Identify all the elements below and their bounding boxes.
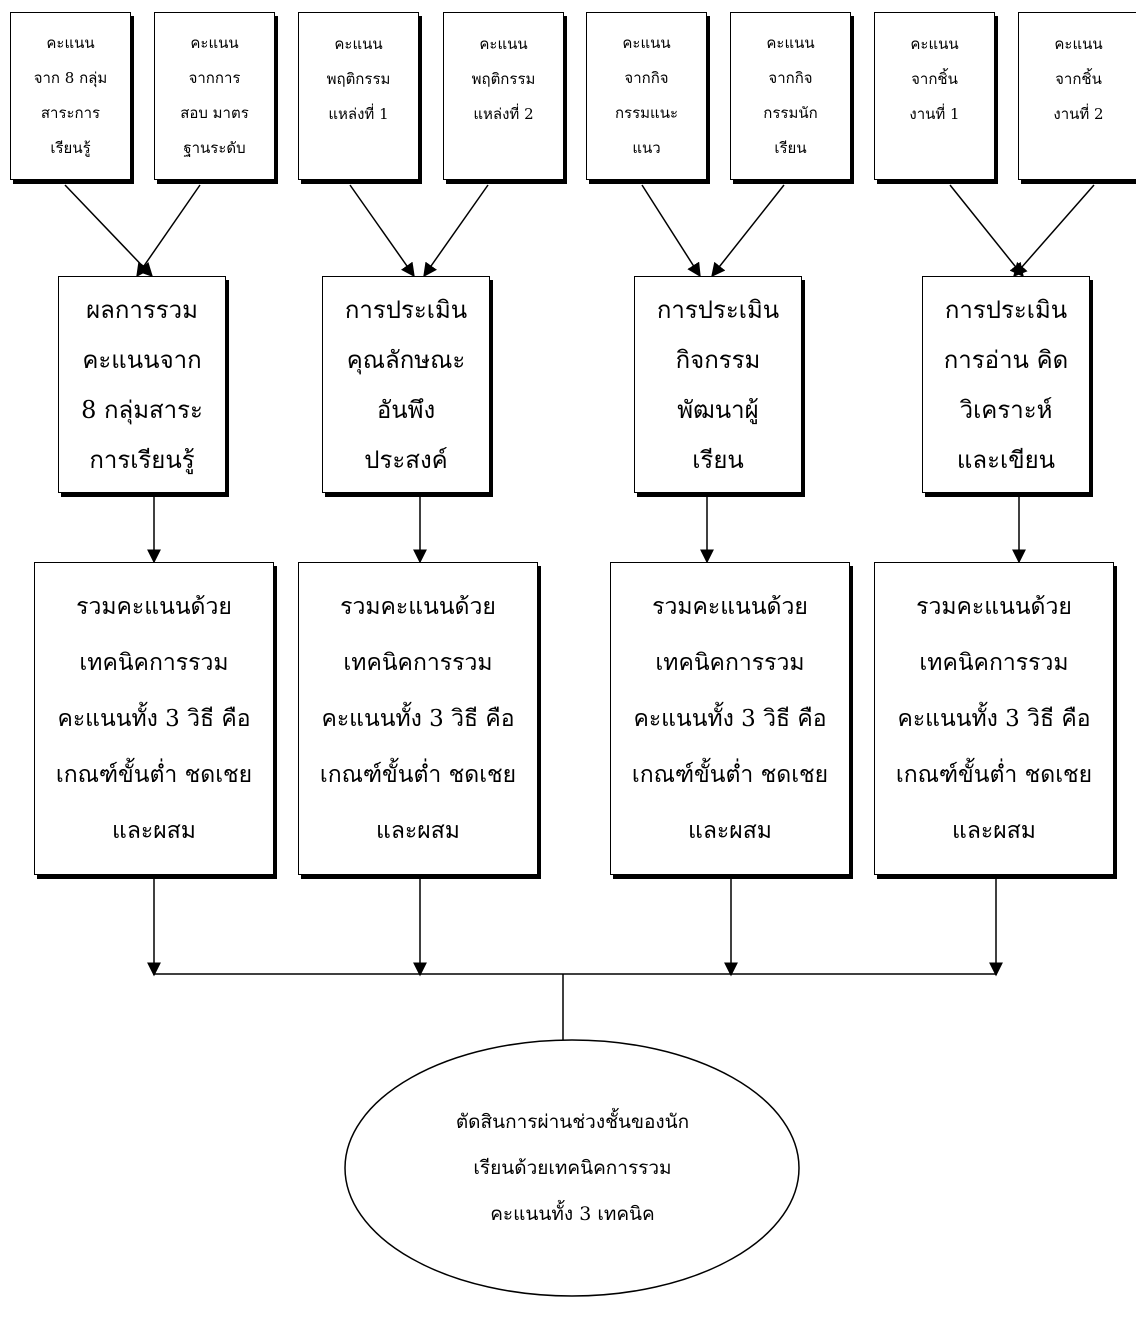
combine-box-1: รวมคะแนนด้วย เทคนิคการรวม คะแนนทั้ง 3 วิ… bbox=[34, 562, 274, 875]
assessment-box-3: การประเมิน กิจกรรม พัฒนาผู้ เรียน bbox=[634, 276, 802, 493]
decision-ellipse bbox=[344, 1039, 800, 1297]
assessment-box-2: การประเมิน คุณลักษณะ อันพึง ประสงค์ bbox=[322, 276, 490, 493]
source-box-4: คะแนน พฤติกรรม แหล่งที่ 2 bbox=[443, 12, 564, 180]
source-box-8: คะแนน จากชิ้น งานที่ 2 bbox=[1018, 12, 1136, 180]
assessment-box-1: ผลการรวม คะแนนจาก 8 กลุ่มสาระ การเรียนรู… bbox=[58, 276, 226, 493]
decision-text: ตัดสินการผ่านช่วงชั้นของนัก เรียนด้วยเทค… bbox=[455, 1110, 690, 1225]
source-box-7: คะแนน จากชิ้น งานที่ 1 bbox=[874, 12, 995, 180]
assessment-box-4: การประเมิน การอ่าน คิด วิเคราะห์ และเขีย… bbox=[922, 276, 1090, 493]
source-box-2: คะแนน จากการ สอบ มาตร ฐานระดับ bbox=[154, 12, 275, 180]
source-box-3: คะแนน พฤติกรรม แหล่งที่ 1 bbox=[298, 12, 419, 180]
combine-box-3: รวมคะแนนด้วย เทคนิคการรวม คะแนนทั้ง 3 วิ… bbox=[610, 562, 850, 875]
combine-box-2: รวมคะแนนด้วย เทคนิคการรวม คะแนนทั้ง 3 วิ… bbox=[298, 562, 538, 875]
source-box-6: คะแนน จากกิจ กรรมนัก เรียน bbox=[730, 12, 851, 180]
source-box-1: คะแนน จาก 8 กลุ่ม สาระการ เรียนรู้ bbox=[10, 12, 131, 180]
combine-box-4: รวมคะแนนด้วย เทคนิคการรวม คะแนนทั้ง 3 วิ… bbox=[874, 562, 1114, 875]
source-box-5: คะแนน จากกิจ กรรมแนะ แนว bbox=[586, 12, 707, 180]
